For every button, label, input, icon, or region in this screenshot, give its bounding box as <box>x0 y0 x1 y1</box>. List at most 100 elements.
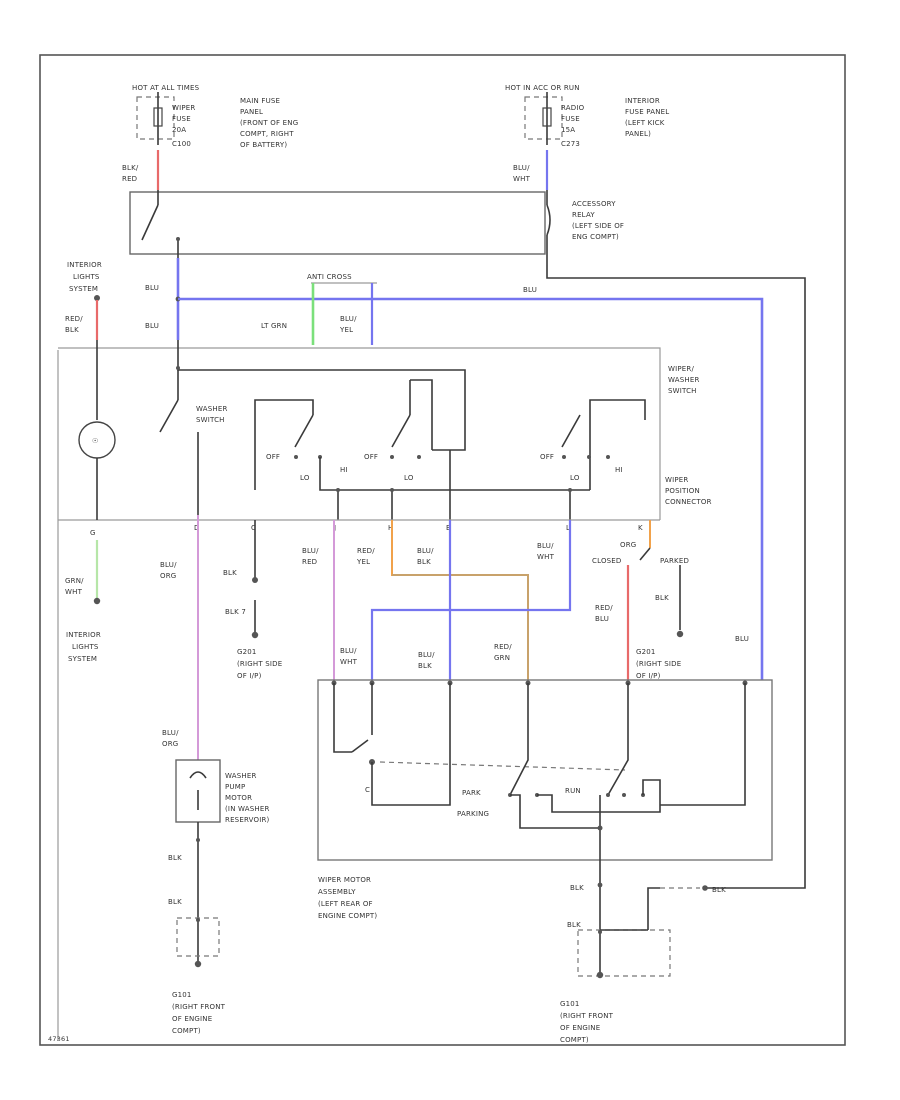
wire-color-label-4: LT GRN <box>261 322 287 330</box>
wire-color-label-5: BLK <box>570 884 584 892</box>
lamp-glyph: ☉ <box>92 437 98 445</box>
wire-color-label-6: BLK <box>712 886 726 894</box>
switch-hi-label: HI <box>340 466 348 474</box>
wiper-washer-switch: WIPER/ WASHER SWITCH WASHER SWITCH OFF L… <box>57 340 700 1040</box>
switch-off-label-2: OFF <box>364 453 378 461</box>
wire-color-label: GRN/ <box>65 577 84 585</box>
radio-fuse-rating: 15A <box>561 126 575 134</box>
interior-lights-system-bottom-label: INTERIOR <box>66 631 101 639</box>
wiper-switch-3-contact <box>561 414 581 448</box>
hot-at-all-times-label: HOT AT ALL TIMES <box>132 84 200 92</box>
washer-pump-label-2: PUMP <box>225 783 245 791</box>
connector-c273-label: C273 <box>561 140 580 148</box>
ground-g201-left-label-2: (RIGHT SIDE <box>237 660 282 668</box>
wiper-motor-assembly-label-4: ENGINE COMPT) <box>318 912 377 920</box>
wiper-motor-assembly-label-2: ASSEMBLY <box>318 888 356 896</box>
wire-color-label-3: BLU <box>523 286 537 294</box>
wire-color-label: BLU <box>145 284 159 292</box>
main-fuse-panel-label-4: COMPT, RIGHT <box>240 130 294 138</box>
wiper-position-connector-label: WIPER <box>665 476 689 484</box>
hot-in-acc-or-run-label: HOT IN ACC OR RUN <box>505 84 580 92</box>
switch-lo-label: LO <box>300 474 310 482</box>
wiper-position-connector-label-2: POSITION <box>665 487 700 495</box>
motor-brush <box>351 739 369 753</box>
ground-g201-left-label: G201 <box>237 648 257 656</box>
wire-color-label: BLU/ <box>162 729 179 737</box>
switch-lo-label-3: LO <box>570 474 580 482</box>
ground-g201-left-label-3: OF I/P) <box>237 672 262 680</box>
ground-g101-right-label: G101 <box>560 1000 580 1008</box>
diagram-id-label: 47361 <box>48 1035 70 1043</box>
interior-lights-bottom-connector <box>93 597 101 605</box>
accessory-relay-label-2: RELAY <box>572 211 595 219</box>
radio-fuse-symbol <box>542 107 552 127</box>
wire-color-label-22: RED/ <box>494 643 512 651</box>
ground-g201-right-label-3: OF I/P) <box>636 672 661 680</box>
park-switch <box>509 683 529 796</box>
run-switch <box>607 683 629 796</box>
wire-color-label-5: BLU/ <box>302 547 319 555</box>
wire-color-label-12: WHT <box>537 553 555 561</box>
washer-switch-label: WASHER <box>196 405 228 413</box>
main-fuse-panel-label-5: OF BATTERY) <box>240 141 287 149</box>
ground-point-2 <box>676 630 684 638</box>
wiper-washer-switch-label-3: SWITCH <box>668 387 697 395</box>
wire-color-label-2: BLU <box>145 322 159 330</box>
motor-c-label: C <box>365 786 370 794</box>
ground-point-3 <box>194 960 202 968</box>
wire-color-label-9: BLU/ <box>417 547 434 555</box>
accessory-relay-label-3: (LEFT SIDE OF <box>572 222 624 230</box>
anti-cross-label: ANTI CROSS <box>307 273 352 281</box>
red-grn-wire <box>392 574 529 680</box>
washer-switch-label-2: SWITCH <box>196 416 225 424</box>
switch-hi-label-3: HI <box>615 466 623 474</box>
wiper-motor-assembly-label-3: (LEFT REAR OF <box>318 900 373 908</box>
wire-color-label-2: WHT <box>513 175 531 183</box>
wiper-fuse-label-2: FUSE <box>172 115 191 123</box>
wire-color-label-4: BLK 7 <box>225 608 246 616</box>
wire-color-label-7: BLK <box>567 921 581 929</box>
ground-g101-left-label-4: COMPT) <box>172 1027 201 1035</box>
wire-color-label-2: ORG <box>160 572 176 580</box>
switch-lo-label-2: LO <box>404 474 414 482</box>
wiper-washer-switch-label: WIPER/ <box>668 365 694 373</box>
wire-color-label-2: ORG <box>162 740 178 748</box>
motor-parking-label: PARKING <box>457 810 489 818</box>
wiper-closed-label: CLOSED <box>592 557 622 565</box>
motor-park-label: PARK <box>462 789 481 797</box>
interior-fuse-panel-label-3: (LEFT KICK <box>625 119 665 127</box>
radio-fuse-block: HOT IN ACC OR RUN RADIO FUSE 15A INTERIO… <box>505 84 669 190</box>
motor-run-label: RUN <box>565 787 581 795</box>
wire-color-label-4: BLK <box>168 898 182 906</box>
wiper-position-switch <box>639 547 651 561</box>
wire-color-label-2: RED <box>122 175 137 183</box>
splice-point <box>702 885 708 891</box>
interior-lights-system-bottom-label-3: SYSTEM <box>68 655 97 663</box>
pin-label: G <box>90 529 96 537</box>
main-fuse-panel-label: MAIN FUSE <box>240 97 280 105</box>
ground-g101-right-label-2: (RIGHT FRONT <box>560 1012 614 1020</box>
wire-color-label-19: WHT <box>340 658 358 666</box>
accessory-relay-label: ACCESSORY <box>572 200 616 208</box>
wire-color-label-20: BLU/ <box>418 651 435 659</box>
washer-pump-motor: BLU/ ORG WASHER PUMP MOTOR (IN WASHER RE… <box>162 729 270 824</box>
wire-color-label-13: ORG <box>620 541 636 549</box>
ground-g201-right-label: G201 <box>636 648 656 656</box>
wire-color-label: BLU/ <box>160 561 177 569</box>
interior-lights-top-connector <box>94 295 100 301</box>
ground-splice-right <box>577 929 671 977</box>
wiper-fuse-block: HOT AT ALL TIMES WIPER FUSE 20A MAIN FUS… <box>122 84 298 190</box>
switch-off-label: OFF <box>266 453 280 461</box>
wire-color-label-16: BLK <box>655 594 669 602</box>
washer-pump-label-3: MOTOR <box>225 794 252 802</box>
pin-label-h: H <box>388 524 393 532</box>
wiper-motor-assembly: C PARK PARKING RUN <box>317 679 773 861</box>
interior-lights-system-bottom-label-2: LIGHTS <box>72 643 99 651</box>
wiper-washer-switch-label-2: WASHER <box>668 376 700 384</box>
relay-switch-contact <box>141 204 159 241</box>
washer-pump-label-4: (IN WASHER <box>225 805 270 813</box>
wire-color-label-23: GRN <box>494 654 510 662</box>
washer-pump-label: WASHER <box>225 772 257 780</box>
radio-fuse-label-2: FUSE <box>561 115 580 123</box>
ground-point-4 <box>596 971 604 979</box>
